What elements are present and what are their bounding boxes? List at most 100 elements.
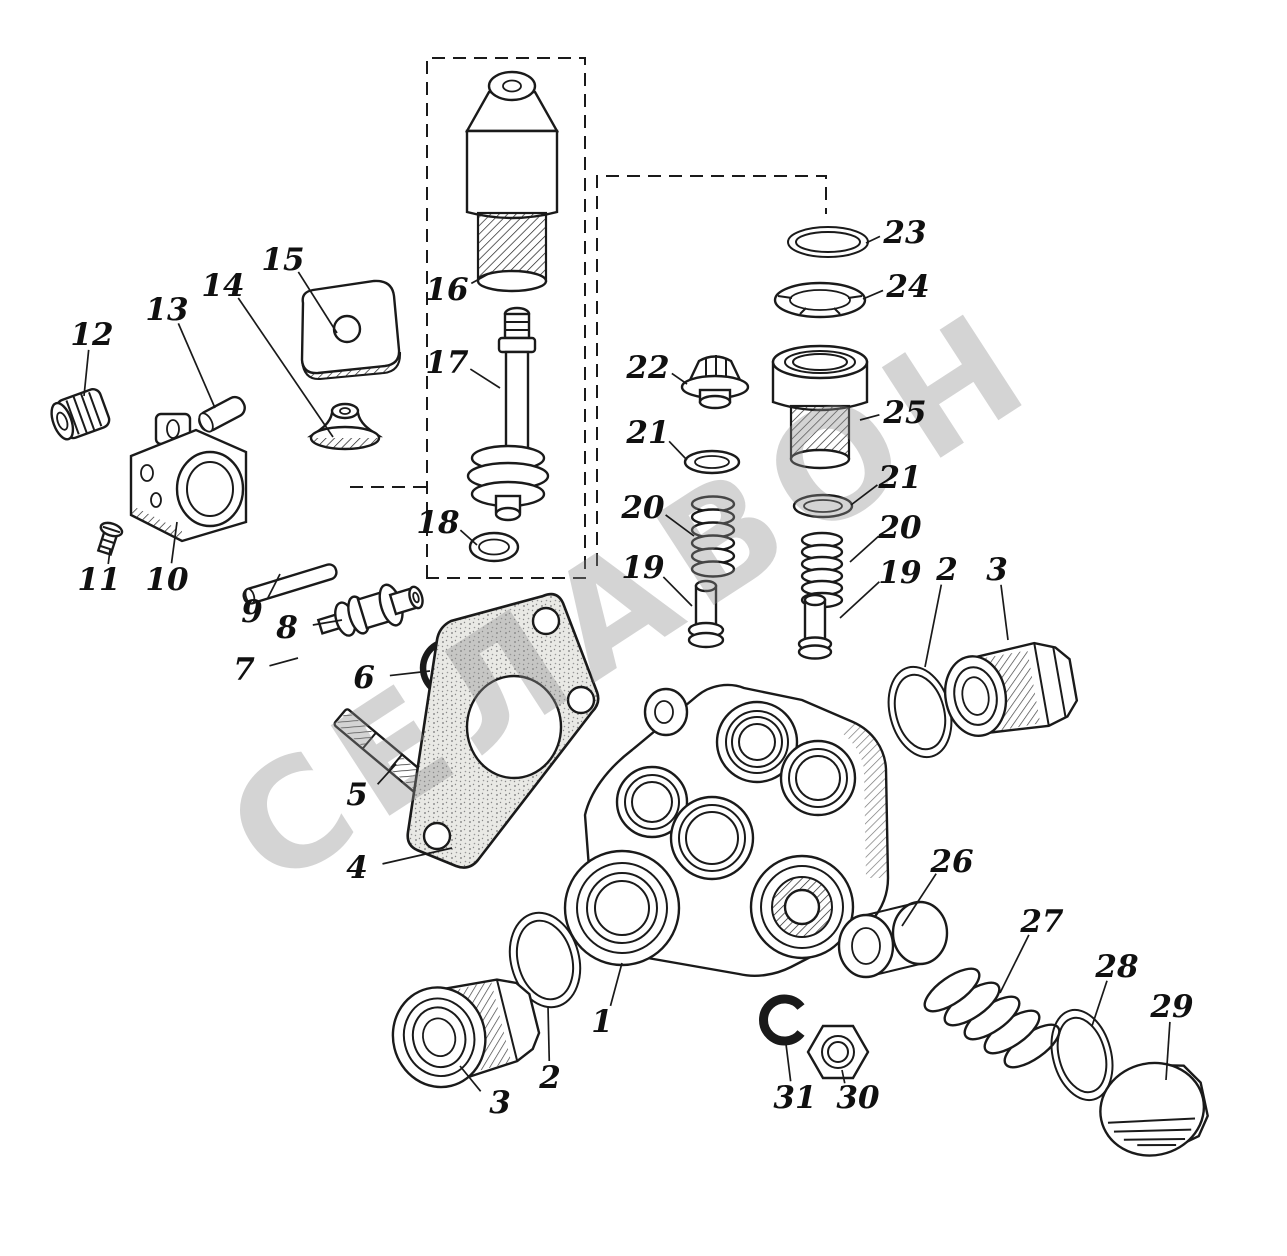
part-13-pin (198, 395, 246, 433)
leader-line-31 (785, 1043, 792, 1082)
part-label-30: 30 (836, 1080, 880, 1116)
leader-line-19 (839, 581, 880, 619)
part-label-3: 3 (986, 552, 1008, 588)
part-label-15: 15 (261, 242, 304, 278)
leader-line-12 (83, 349, 90, 397)
part-label-28: 28 (1094, 949, 1138, 985)
part-31-lock-washer (759, 994, 805, 1046)
dashed-outline-a (426, 57, 586, 579)
part-label-18: 18 (416, 505, 459, 541)
leader-line-29 (1165, 1021, 1171, 1081)
part-9-rod (242, 563, 338, 605)
leader-line-3 (459, 1065, 482, 1092)
part-12-knurled-nut (50, 388, 111, 441)
leader-line-15 (297, 271, 338, 334)
part-label-19: 19 (878, 555, 921, 591)
leader-line-16 (470, 271, 493, 285)
part-20-spring-left (690, 495, 736, 578)
part-label-2: 2 (935, 552, 958, 588)
part-17-valve-stem (466, 306, 550, 522)
part-label-9: 9 (241, 594, 263, 630)
part-23-o-ring (787, 226, 869, 258)
part-15-cover-plate (300, 279, 402, 381)
leader-line-2 (924, 584, 943, 668)
leader-line-21 (850, 484, 878, 506)
part-label-24: 24 (885, 269, 929, 305)
part-11-screw (96, 521, 124, 557)
part-28-ring (1050, 1008, 1114, 1102)
part-10-bracket (129, 412, 248, 543)
leader-line-3 (1000, 584, 1009, 641)
part-label-10: 10 (145, 562, 189, 598)
part-20-spring-right (800, 531, 844, 609)
part-21-ring-left (683, 449, 741, 475)
leader-line-20 (849, 535, 880, 563)
leader-line-10 (170, 521, 178, 564)
leader-line-7 (269, 657, 299, 667)
leader-line-23 (865, 235, 881, 244)
leader-line-30 (841, 1069, 846, 1084)
leader-line-5 (376, 763, 397, 785)
part-label-11: 11 (77, 562, 120, 598)
leader-line-26 (901, 873, 937, 927)
part-27-spring (923, 967, 1061, 1069)
part-label-4: 4 (346, 850, 368, 886)
part-1-valve-body (563, 683, 890, 977)
leader-line-4 (382, 847, 453, 865)
part-3-plug-right (943, 641, 1079, 738)
part-26-bushing (837, 900, 949, 979)
leader-line-11 (107, 549, 111, 565)
part-label-3: 3 (489, 1085, 511, 1121)
part-label-2: 2 (538, 1060, 561, 1096)
leader-line-25 (859, 413, 880, 421)
leader-line-28 (1091, 980, 1108, 1027)
part-18-washer (468, 531, 520, 563)
part-14-cap (307, 402, 383, 451)
leader-line-20 (665, 514, 695, 537)
part-4-gasket (406, 592, 600, 869)
part-29-cap-plug (1099, 1061, 1209, 1157)
part-label-26: 26 (929, 844, 973, 880)
part-label-19: 19 (621, 550, 664, 586)
leader-line-6 (389, 670, 431, 677)
part-19-pin-left (687, 579, 725, 649)
part-label-21: 21 (877, 460, 921, 496)
part-label-25: 25 (882, 395, 926, 431)
part-label-21: 21 (625, 415, 669, 451)
leader-line-9 (266, 573, 281, 599)
leader-line-2 (547, 1005, 551, 1062)
part-8-spool (316, 583, 424, 637)
part-label-12: 12 (70, 317, 113, 353)
leader-line-1 (609, 962, 623, 1007)
part-label-1: 1 (591, 1004, 613, 1040)
leader-line-24 (862, 289, 884, 300)
part-label-5: 5 (346, 777, 368, 813)
part-25-union (771, 344, 869, 470)
leader-line-14 (237, 297, 334, 438)
part-label-7: 7 (233, 652, 255, 688)
part-30-hex-nut (806, 1024, 870, 1080)
leader-line-22 (671, 372, 688, 385)
part-label-22: 22 (625, 350, 669, 386)
leader-line-27 (999, 934, 1030, 994)
leader-line-21 (668, 440, 688, 461)
part-label-27: 27 (1019, 904, 1064, 940)
part-2-ring-bottom (508, 911, 582, 1009)
part-22-hex-plug (680, 355, 750, 410)
part-16-union-fitting (464, 70, 560, 293)
part-label-14: 14 (201, 268, 244, 304)
part-label-6: 6 (353, 660, 375, 696)
part-21-ring-right (792, 493, 854, 519)
part-label-29: 29 (1149, 989, 1193, 1025)
part-label-17: 17 (425, 345, 469, 381)
leader-line-8 (312, 619, 343, 626)
leader-line-18 (459, 529, 478, 546)
part-19-pin-right (797, 593, 833, 660)
part-24-ring (773, 281, 867, 319)
part-label-23: 23 (882, 215, 926, 251)
part-label-20: 20 (620, 490, 665, 526)
leader-line-19 (662, 576, 693, 607)
